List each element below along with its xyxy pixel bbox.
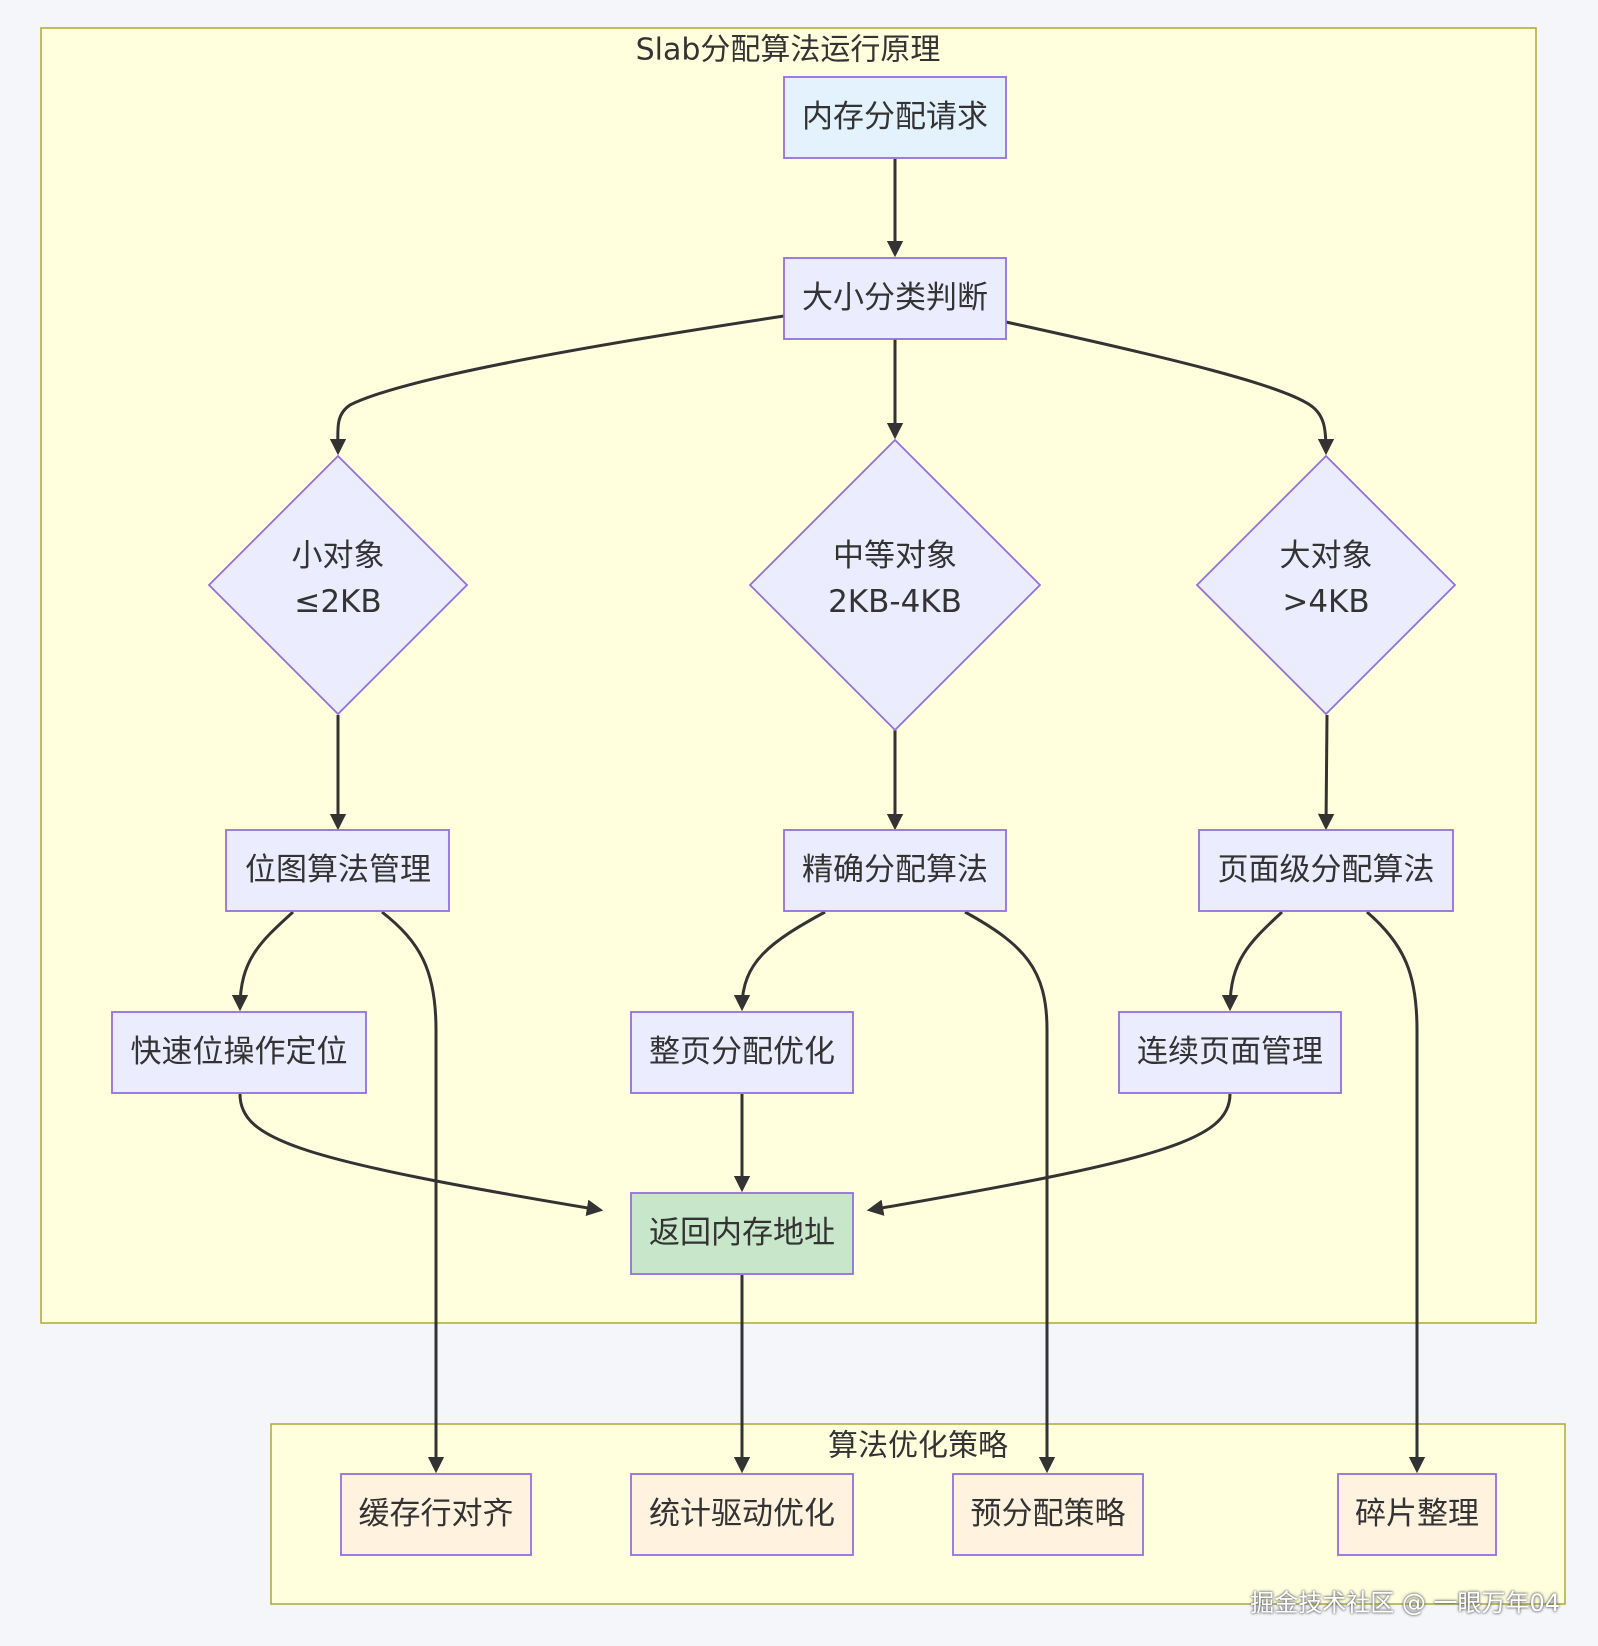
node-medium-object: 中等对象 2KB-4KB xyxy=(748,438,1042,732)
svg-text:缓存行对齐: 缓存行对齐 xyxy=(359,1496,514,1532)
svg-text:整页分配优化: 整页分配优化 xyxy=(649,1034,835,1070)
edge-page-to-contig xyxy=(1221,910,1284,1012)
svg-text:中等对象: 中等对象 xyxy=(833,538,957,574)
node-whole-page-optimization: 整页分配优化 xyxy=(630,1011,854,1094)
svg-text:位图算法管理: 位图算法管理 xyxy=(245,852,431,888)
svg-text:≤2KB: ≤2KB xyxy=(294,584,381,620)
svg-text:预分配策略: 预分配策略 xyxy=(971,1496,1126,1532)
node-exact-allocation: 精确分配算法 xyxy=(783,829,1007,912)
node-stats-driven-optimization: 统计驱动优化 xyxy=(630,1473,854,1556)
node-preallocation-strategy: 预分配策略 xyxy=(952,1473,1144,1556)
svg-text:返回内存地址: 返回内存地址 xyxy=(649,1215,835,1251)
node-bitmap-management: 位图算法管理 xyxy=(225,829,450,912)
node-defragmentation: 碎片整理 xyxy=(1337,1473,1497,1556)
node-size-classification: 大小分类判断 xyxy=(783,257,1007,340)
node-small-object: 小对象 ≤2KB xyxy=(207,454,469,716)
node-large-object: 大对象 >4KB xyxy=(1195,454,1457,716)
node-cache-line-alignment: 缓存行对齐 xyxy=(340,1473,532,1556)
edge-classify-to-large xyxy=(1005,320,1335,456)
node-memory-request: 内存分配请求 xyxy=(783,76,1007,159)
edge-fastbit-to-return xyxy=(238,1093,604,1216)
edge-bitmap-to-fastbit xyxy=(231,910,295,1012)
svg-text:大对象: 大对象 xyxy=(1280,538,1373,574)
node-page-level-allocation: 页面级分配算法 xyxy=(1198,829,1454,912)
main-cluster-title: Slab分配算法运行原理 xyxy=(636,33,941,68)
svg-text:统计驱动优化: 统计驱动优化 xyxy=(649,1496,835,1532)
edge-classify-to-small xyxy=(329,314,785,456)
edge-large-to-page xyxy=(1317,714,1335,831)
edge-exact-to-prealloc xyxy=(964,910,1056,1474)
nodes: 内存分配请求 大小分类判断 小对象 ≤2KB 中等对象 2KB-4KB 大对象 … xyxy=(111,76,1497,1556)
svg-text:内存分配请求: 内存分配请求 xyxy=(802,99,988,135)
edge-page-to-defrag xyxy=(1366,910,1426,1474)
svg-text:精确分配算法: 精确分配算法 xyxy=(802,852,988,888)
svg-text:碎片整理: 碎片整理 xyxy=(1355,1496,1479,1532)
svg-text:小对象: 小对象 xyxy=(292,538,385,574)
edge-contig-to-return xyxy=(866,1093,1232,1216)
svg-text:页面级分配算法: 页面级分配算法 xyxy=(1218,852,1435,888)
optimization-cluster-title: 算法优化策略 xyxy=(828,1429,1008,1464)
svg-text:快速位操作定位: 快速位操作定位 xyxy=(131,1034,348,1070)
edges xyxy=(231,159,1426,1474)
svg-text:大小分类判断: 大小分类判断 xyxy=(802,280,988,316)
node-return-memory-address: 返回内存地址 xyxy=(630,1192,854,1275)
watermark: 掘金技术社区 @ 一眼万年04 xyxy=(1250,1589,1560,1617)
edge-exact-to-wholepage xyxy=(733,910,826,1012)
edge-bitmap-to-cacheline xyxy=(381,910,445,1474)
node-contiguous-page-management: 连续页面管理 xyxy=(1118,1011,1342,1094)
svg-text:>4KB: >4KB xyxy=(1282,584,1369,620)
svg-text:连续页面管理: 连续页面管理 xyxy=(1137,1034,1323,1070)
svg-text:2KB-4KB: 2KB-4KB xyxy=(828,584,962,620)
node-fast-bit-locate: 快速位操作定位 xyxy=(111,1011,367,1094)
